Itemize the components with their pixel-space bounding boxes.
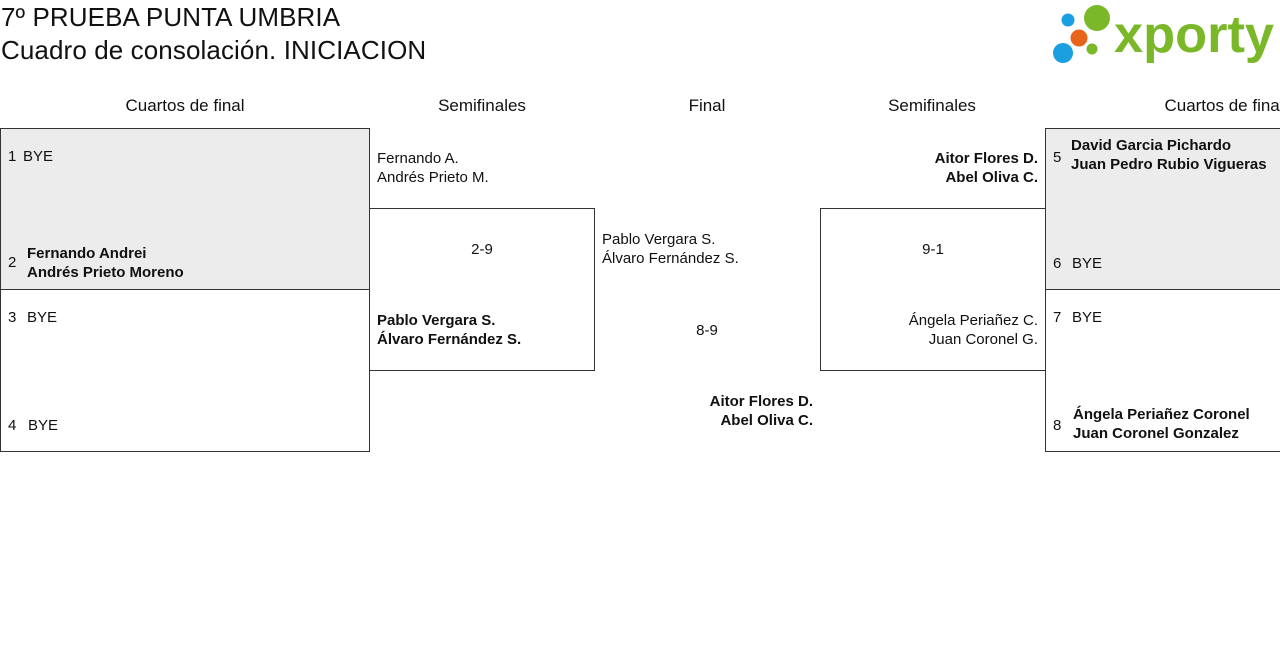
player-name: Álvaro Fernández S.	[602, 250, 739, 267]
player-name: Pablo Vergara S.	[602, 231, 716, 248]
player-name: David Garcia Pichardo	[1071, 137, 1232, 154]
player-name: Aitor Flores D.	[709, 393, 813, 410]
player-name: BYE	[1072, 255, 1103, 272]
tournament-title: 7º PRUEBA PUNTA UMBRIA	[1, 2, 341, 32]
player-name: BYE	[27, 309, 58, 326]
player-name: Pablo Vergara S.	[377, 312, 496, 329]
logo-dot-orange	[1070, 29, 1088, 47]
sf-left-top-team[interactable]: Fernando A. Andrés Prieto M.	[377, 149, 489, 187]
round-header-final: Final	[688, 96, 726, 115]
player-name: Andrés Prieto M.	[377, 169, 489, 186]
round-header-left-semifinals: Semifinales	[438, 96, 526, 115]
player-name: Fernando Andrei	[27, 245, 147, 262]
logo-dot-green	[1084, 5, 1110, 31]
player-name: BYE	[28, 417, 59, 434]
player-name: Abel Oliva C.	[720, 412, 813, 429]
sf-right-top-team[interactable]: Aitor Flores D. Abel Oliva C.	[935, 149, 1038, 187]
player-name: Juan Coronel Gonzalez	[1073, 425, 1239, 442]
seed-number: 5	[1053, 149, 1062, 166]
player-name: Aitor Flores D.	[934, 150, 1038, 167]
match-qf-right-1: 5 David Garcia Pichardo Juan Pedro Rubio…	[1045, 128, 1280, 290]
seed-number: 8	[1053, 417, 1062, 434]
logo-dot-green-small	[1086, 43, 1098, 55]
match-score: 9-1	[922, 241, 944, 258]
player-name: Ángela Periañez Coronel	[1073, 406, 1250, 423]
draw-subtitle: Cuadro de consolación. INICIACION	[1, 35, 427, 65]
seed-number: 3	[8, 309, 17, 326]
match-sf-right: 9-1 Ángela Periañez C. Juan Coronel G.	[820, 208, 1046, 371]
team-names: Ángela Periañez Coronel Juan Coronel Gon…	[1073, 405, 1250, 443]
player-name: Juan Pedro Rubio Vigueras	[1071, 156, 1267, 173]
player-name: BYE	[1072, 309, 1103, 326]
match-score: 2-9	[471, 241, 493, 258]
seed-number: 2	[8, 254, 17, 271]
team-names: BYE	[23, 147, 53, 166]
xporty-logo: xporty	[1053, 5, 1274, 64]
final-top-team[interactable]: Pablo Vergara S. Álvaro Fernández S.	[602, 230, 739, 268]
team-names: BYE	[1072, 308, 1102, 327]
sf-right-bottom-team[interactable]: Ángela Periañez C. Juan Coronel G.	[909, 311, 1038, 349]
logo-text: xporty	[1114, 6, 1274, 64]
round-header-right-semifinals: Semifinales	[888, 96, 976, 115]
logo-dot-blue-small	[1061, 13, 1075, 27]
final-score: 8-9	[696, 322, 718, 339]
team-names: BYE	[1072, 254, 1102, 273]
player-name: Fernando A.	[377, 150, 459, 167]
match-qf-left-2: 3 BYE 4 BYE	[0, 289, 370, 452]
player-name: BYE	[23, 148, 54, 165]
player-name: Álvaro Fernández S.	[377, 331, 522, 348]
logo-dot-blue-large	[1053, 43, 1073, 63]
seed-number: 6	[1053, 255, 1062, 272]
final-bottom-team[interactable]: Aitor Flores D. Abel Oliva C.	[710, 392, 813, 430]
player-name: Ángela Periañez C.	[908, 312, 1038, 329]
team-names: David Garcia Pichardo Juan Pedro Rubio V…	[1071, 136, 1267, 174]
team-names: BYE	[28, 416, 58, 435]
seed-number: 1	[8, 148, 17, 165]
player-name: Andrés Prieto Moreno	[27, 264, 184, 281]
match-qf-left-1: 1 BYE 2 Fernando Andrei Andrés Prieto Mo…	[0, 128, 370, 290]
player-name: Abel Oliva C.	[945, 169, 1038, 186]
seed-number: 7	[1053, 309, 1062, 326]
team-names: BYE	[27, 308, 57, 327]
match-qf-right-2: 7 BYE 8 Ángela Periañez Coronel Juan Cor…	[1045, 289, 1280, 452]
player-name: Juan Coronel G.	[928, 331, 1038, 348]
round-header-left-quarterfinals: Cuartos de final	[125, 96, 245, 115]
seed-number: 4	[8, 417, 17, 434]
sf-left-bottom-team[interactable]: Pablo Vergara S. Álvaro Fernández S.	[377, 311, 521, 349]
team-names: Fernando Andrei Andrés Prieto Moreno	[27, 244, 184, 282]
round-header-right-quarterfinals: Cuartos de final	[1164, 96, 1280, 115]
match-sf-left: 2-9 Pablo Vergara S. Álvaro Fernández S.	[369, 208, 595, 371]
